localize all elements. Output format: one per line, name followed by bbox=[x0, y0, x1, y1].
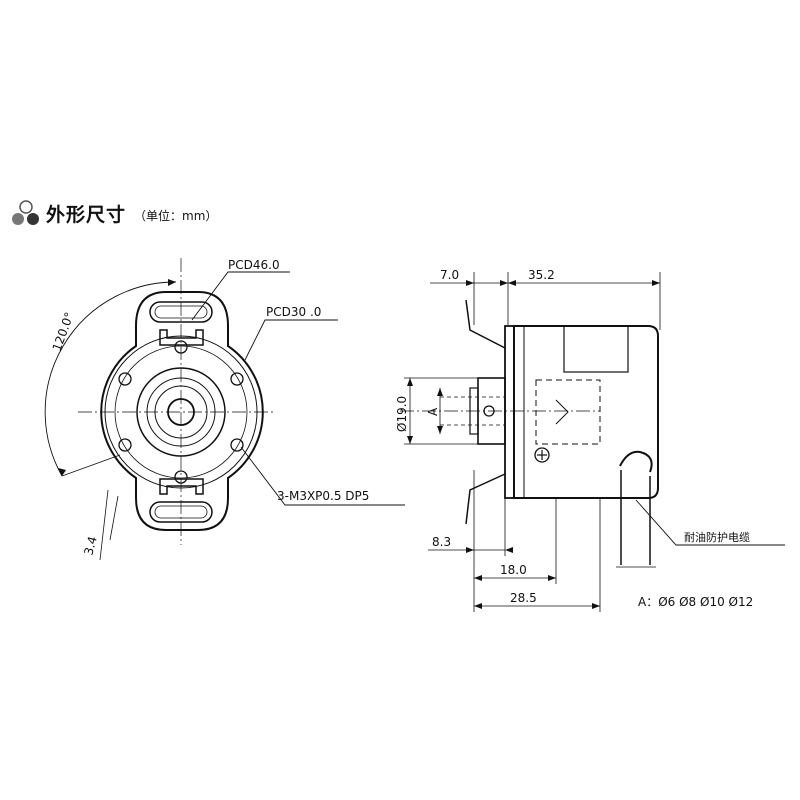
unit-label: （单位：mm） bbox=[134, 208, 218, 223]
header: 外形尺寸 （单位：mm） bbox=[10, 196, 217, 230]
shaft-a-label: A bbox=[426, 407, 440, 416]
thread-label: 3-M3XP0.5 DP5 bbox=[277, 489, 369, 503]
body-length2-label: 18.0 bbox=[500, 563, 527, 577]
shaft-options-label: A：Ø6 Ø8 Ø10 Ø12 bbox=[638, 595, 753, 609]
circles-logo-icon bbox=[12, 200, 39, 225]
thickness-label: 3.4 bbox=[81, 535, 99, 557]
flange-length-label: 7.0 bbox=[440, 268, 459, 282]
front-view: 120.0° PCD46.0 PCD30 .0 3-M3XP0.5 DP5 3.… bbox=[44, 258, 405, 561]
shaft-length-label: 8.3 bbox=[432, 535, 451, 549]
page-title: 外形尺寸 bbox=[46, 203, 127, 226]
pcd-outer-label: PCD46.0 bbox=[228, 258, 280, 272]
pcd-inner-label: PCD30 .0 bbox=[266, 305, 321, 319]
cable-note: 耐油防护电缆 bbox=[684, 530, 750, 544]
body-length-label: 35.2 bbox=[528, 268, 555, 282]
total-length-label: 28.5 bbox=[510, 591, 537, 605]
diameter-label: Ø19.0 bbox=[395, 396, 409, 432]
side-view: 7.0 35.2 Ø19.0 bbox=[395, 268, 785, 612]
